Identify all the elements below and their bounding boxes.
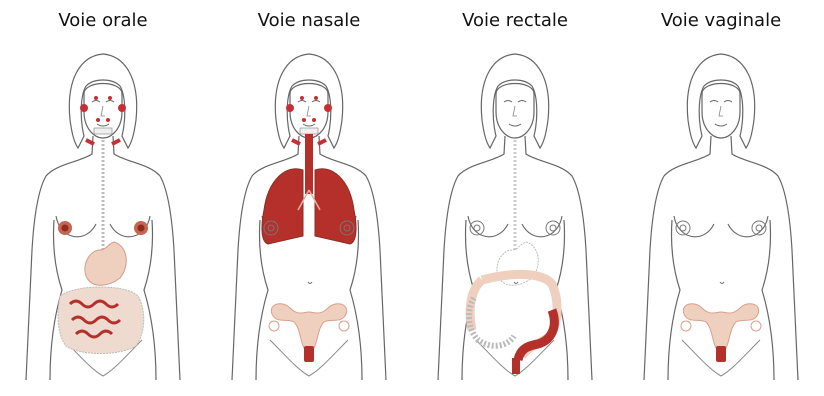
panel-rectal-route: Voie rectale xyxy=(412,0,618,396)
panel-nasal-route: Voie nasale xyxy=(206,0,412,396)
mucosa-dots xyxy=(80,96,126,144)
panel-oral-route: Voie orale xyxy=(0,0,206,396)
nipple-left xyxy=(58,221,72,235)
panel-title: Voie orale xyxy=(0,10,206,31)
rectum xyxy=(512,358,520,374)
body-figure-rectal xyxy=(412,40,618,396)
panel-title: Voie nasale xyxy=(206,10,412,31)
body-figure-oral xyxy=(0,40,206,396)
stomach xyxy=(85,242,126,285)
panel-title: Voie rectale xyxy=(412,10,618,31)
left-lung xyxy=(262,169,303,244)
trachea xyxy=(305,134,313,194)
right-lung xyxy=(315,169,356,244)
panel-vaginal-route: Voie vaginale xyxy=(618,0,824,396)
uterus xyxy=(681,304,761,362)
uterus xyxy=(269,304,349,362)
body-figure-nasal xyxy=(206,40,412,396)
intestines xyxy=(58,287,144,354)
body-figure-vaginal xyxy=(618,40,824,396)
nipple-right xyxy=(134,221,148,235)
panel-title: Voie vaginale xyxy=(618,10,824,31)
